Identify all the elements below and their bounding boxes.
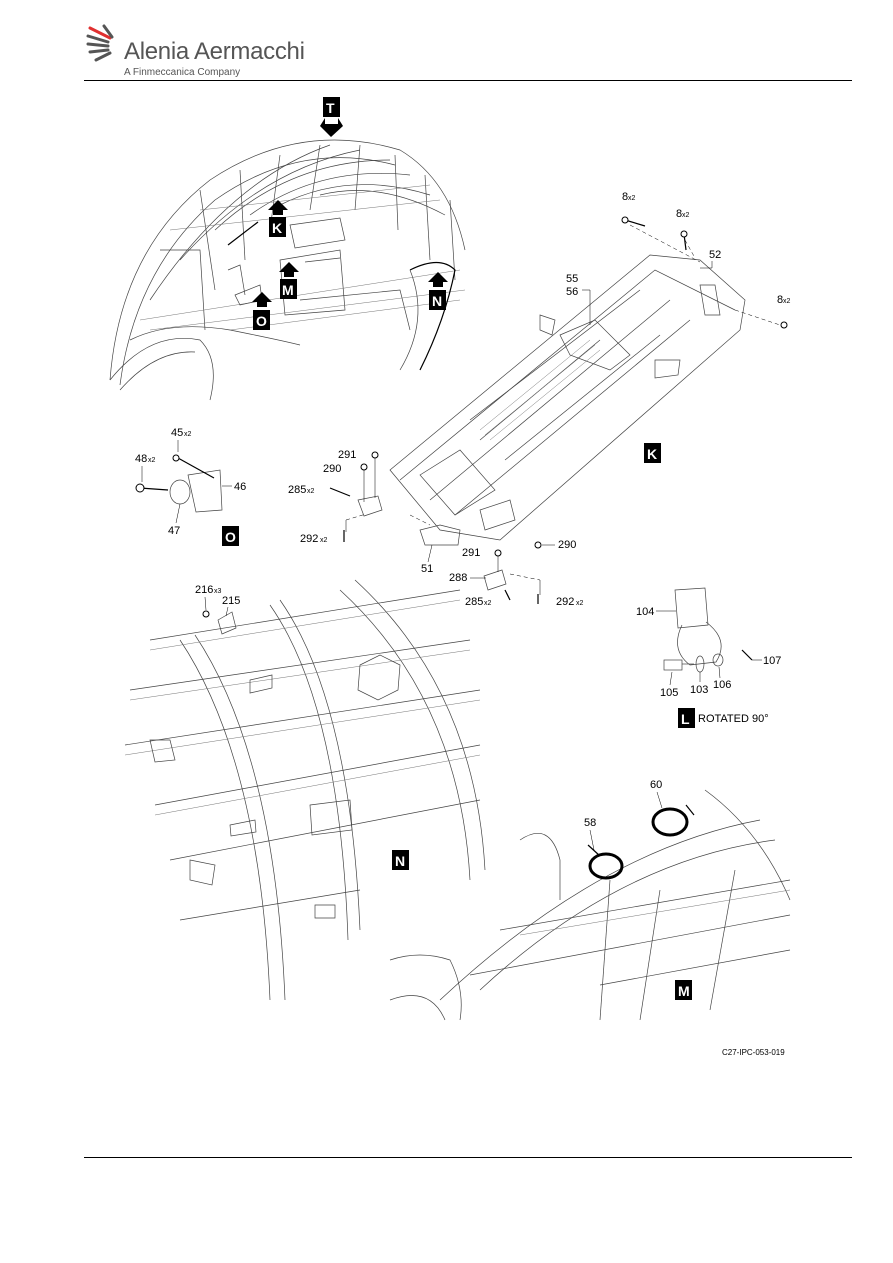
callout-290-b: 290 [558,539,576,551]
callout-55: 55 [566,273,578,285]
svg-text:K: K [272,220,282,236]
view-L-caption: ROTATED 90° [698,713,769,725]
clip-215 [202,610,237,635]
view-L-part [663,587,753,673]
header-rule [84,80,852,81]
callout-48: 48 [135,453,147,465]
view-tag-L-text: L [681,711,690,727]
view-arrow-M: M [279,262,299,299]
callout-58: 58 [584,817,596,829]
callout-45: 45 [171,427,183,439]
view-N-structure [124,579,486,1001]
view-M-structure [389,789,791,1021]
loop-clamp-58 [587,844,624,880]
alenia-logo-icon [86,24,114,62]
view-O-part [135,454,223,513]
callout-47: 47 [168,525,180,537]
page-header: Alenia Aermacchi A Finmeccanica Company [0,0,893,82]
view-tag-O [222,526,239,546]
callout-46: 46 [234,481,246,493]
callout-285-a-qty: x2 [307,488,315,495]
footer-rule [84,1157,852,1158]
fuselage-overview [109,139,466,401]
callout-52: 52 [709,249,721,261]
callout-285-b-qty: x2 [484,600,492,607]
view-tag-M-text: M [678,983,690,999]
callout-285-b: 285 [465,596,483,608]
loop-clamp-60 [651,804,695,837]
fastener-8a [621,216,646,227]
svg-text:T: T [326,100,335,116]
callout-292-a: 292 [300,533,318,545]
callout-288: 288 [449,572,467,584]
callout-107: 107 [763,655,781,667]
callout-8c-qty: x2 [783,298,791,305]
callout-290-a: 290 [323,463,341,475]
callout-8c: 8 [777,294,783,306]
view-tag-L [678,708,695,728]
svg-text:O: O [256,313,267,329]
callout-291-b: 291 [462,547,480,559]
bracket-assembly-lower [483,541,542,604]
callout-106: 106 [713,679,731,691]
view-arrow-N: N [428,272,448,310]
callout-216-qty: x3 [214,588,222,595]
figure-reference: C27-IPC-053-019 [722,1048,785,1057]
callout-48-qty: x2 [148,457,156,464]
brand-subtitle: A Finmeccanica Company [124,67,241,78]
fastener-8c [780,321,788,329]
brand-name: Alenia Aermacchi [124,38,305,65]
svg-text:M: M [282,282,294,298]
view-arrow-O: O [252,292,272,330]
bracket-assembly-upper [329,451,383,532]
callout-285-a: 285 [288,484,306,496]
view-tag-N [392,850,409,870]
callout-51: 51 [421,563,433,575]
view-tag-K-text: K [647,446,657,462]
callout-105: 105 [660,687,678,699]
svg-text:N: N [432,293,442,309]
callout-8a-qty: x2 [628,195,636,202]
callout-8a: 8 [622,191,628,203]
view-K-frame [389,224,781,546]
callout-292-b-qty: x2 [576,600,584,607]
view-tag-N-text: N [395,853,405,869]
callout-60: 60 [650,779,662,791]
callout-8b-qty: x2 [682,212,690,219]
view-tag-K [644,443,661,463]
view-tag-M [675,980,692,1000]
callout-45-qty: x2 [184,431,192,438]
callout-8b: 8 [676,208,682,220]
callout-291-a: 291 [338,449,356,461]
callout-216: 216 [195,584,213,596]
fastener-8b [680,230,688,251]
callout-292-b: 292 [556,596,574,608]
callout-104: 104 [636,606,654,618]
view-arrow-K: K [268,200,288,237]
callout-56: 56 [566,286,578,298]
callout-103: 103 [690,684,708,696]
callout-292-a-qty: x2 [320,537,328,544]
callout-215: 215 [222,595,240,607]
view-tag-O-text: O [225,529,236,545]
view-arrow-T: T [320,97,343,137]
